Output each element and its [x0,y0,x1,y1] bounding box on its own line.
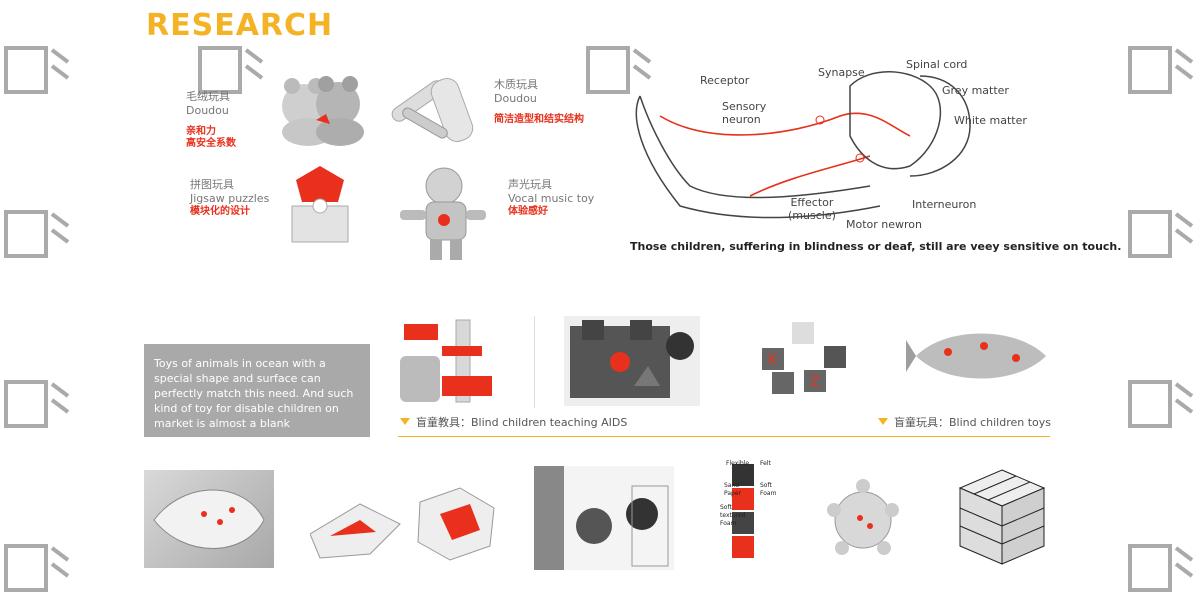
section-divider [398,436,1050,437]
tactile-cube-photo [956,466,1048,568]
vertical-divider [534,316,535,408]
triangle-bullet-icon [400,418,410,425]
texture-label-flexible: Flexible [726,460,750,467]
spinal-cord-label: Spinal cord [906,58,968,71]
geometric-blocks-photo [310,484,500,564]
watermark-logo-icon [196,42,266,98]
watermark-logo-icon [584,42,654,98]
texture-label-soft-foam: Soft Foam [760,482,777,497]
texture-label-sand-paper: Sand Paper [724,482,741,497]
reflex-arc-diagram [610,56,1030,236]
white-matter-label: White matter [954,114,1027,127]
watermark-logo-icon [2,540,72,596]
letter-tiles-photo: K Z [756,322,856,398]
diagram-caption: Those children, suffering in blindness o… [630,240,1122,253]
receptor-label: Receptor [700,74,750,87]
synapse-label: Synapse [818,66,865,79]
watermark-logo-icon [2,376,72,432]
watermark-logo-icon [2,206,72,262]
svg-text:Z: Z [810,374,820,390]
texture-label-felt: Felt [760,460,771,467]
ocean-toys-description: Toys of animals in ocean with a special … [144,344,370,437]
sound-toy-photo [534,466,674,570]
fish-toy-photo [906,322,1050,392]
robot-toy-photo [392,160,492,264]
wooden-toy-label: 木质玩具 Doudou 简洁造型和结实结构 [494,78,584,125]
watermark-logo-icon [1126,376,1196,432]
jigsaw-label: 拼图玩具 Jigsaw puzzles 模块化的设计 [190,178,270,217]
teaching-aids-label: 盲童教具：Blind children teaching AIDS [400,414,627,430]
teddy-bear-photo [268,62,376,150]
sensory-neuron-label: Sensory neuron [722,100,767,126]
watermark-logo-icon [1126,42,1196,98]
wooden-toy-photo [380,58,490,148]
spiky-ball-photo [822,470,904,568]
interneuron-label: Interneuron [912,198,977,211]
texture-tower-photo [722,460,782,572]
plush-toy-label: 毛绒玩具 Doudou 亲和力 高安全系数 [186,90,236,149]
page-title: RESEARCH [146,8,334,43]
watermark-logo-icon [1126,206,1196,262]
texture-label-textured-foam: Soft textured Foam [720,504,746,527]
shape-sorter-photo [564,316,700,406]
peg-stacker-photo [398,316,502,406]
grey-matter-label: Grey matter [942,84,1009,97]
triangle-bullet-icon [878,418,888,425]
vocal-toy-label: 声光玩具 Vocal music toy 体验感好 [508,178,595,217]
fish-puzzle-photo [144,470,274,568]
blind-toys-label: 盲童玩具：Blind children toys [878,414,1051,430]
watermark-logo-icon [1126,540,1196,596]
effector-label: Effector (muscle) [788,196,836,222]
svg-text:K: K [768,352,778,368]
jigsaw-photo [286,162,356,246]
watermark-logo-icon [2,42,72,98]
motor-neuron-label: Motor newron [846,218,923,231]
